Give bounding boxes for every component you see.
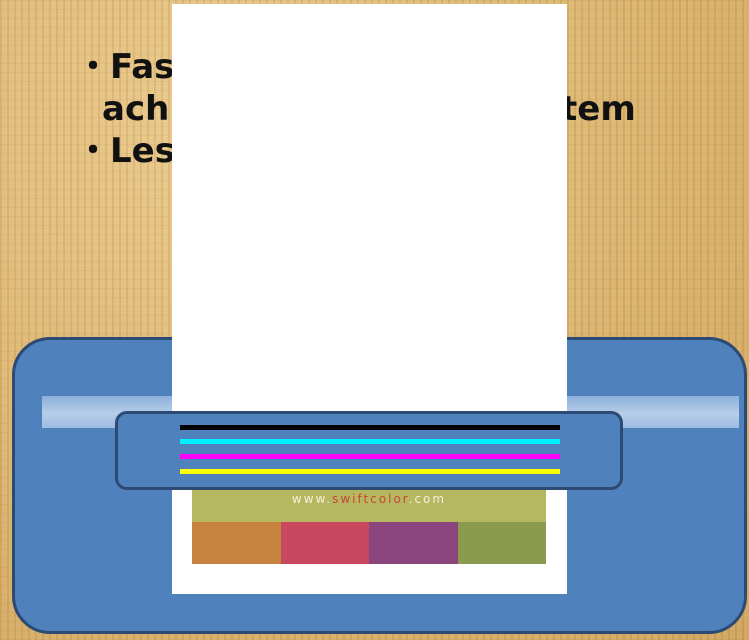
photo-color-swatches: [192, 522, 546, 564]
photo-url-text: www.swiftcolor.com: [192, 492, 546, 506]
printed-photo: www.swiftcolor.com: [192, 484, 546, 564]
ink-line-cyan: [180, 439, 560, 444]
print-head-cartridge: [115, 411, 623, 490]
ink-line-magenta: [180, 454, 560, 459]
swatch-pink: [281, 522, 370, 564]
ink-line-yellow: [180, 469, 560, 474]
swatch-purple: [369, 522, 458, 564]
bullet-line-2-start: ach: [102, 89, 169, 129]
swatch-olive: [458, 522, 547, 564]
ink-line-black: [180, 425, 560, 430]
swatch-orange: [192, 522, 281, 564]
